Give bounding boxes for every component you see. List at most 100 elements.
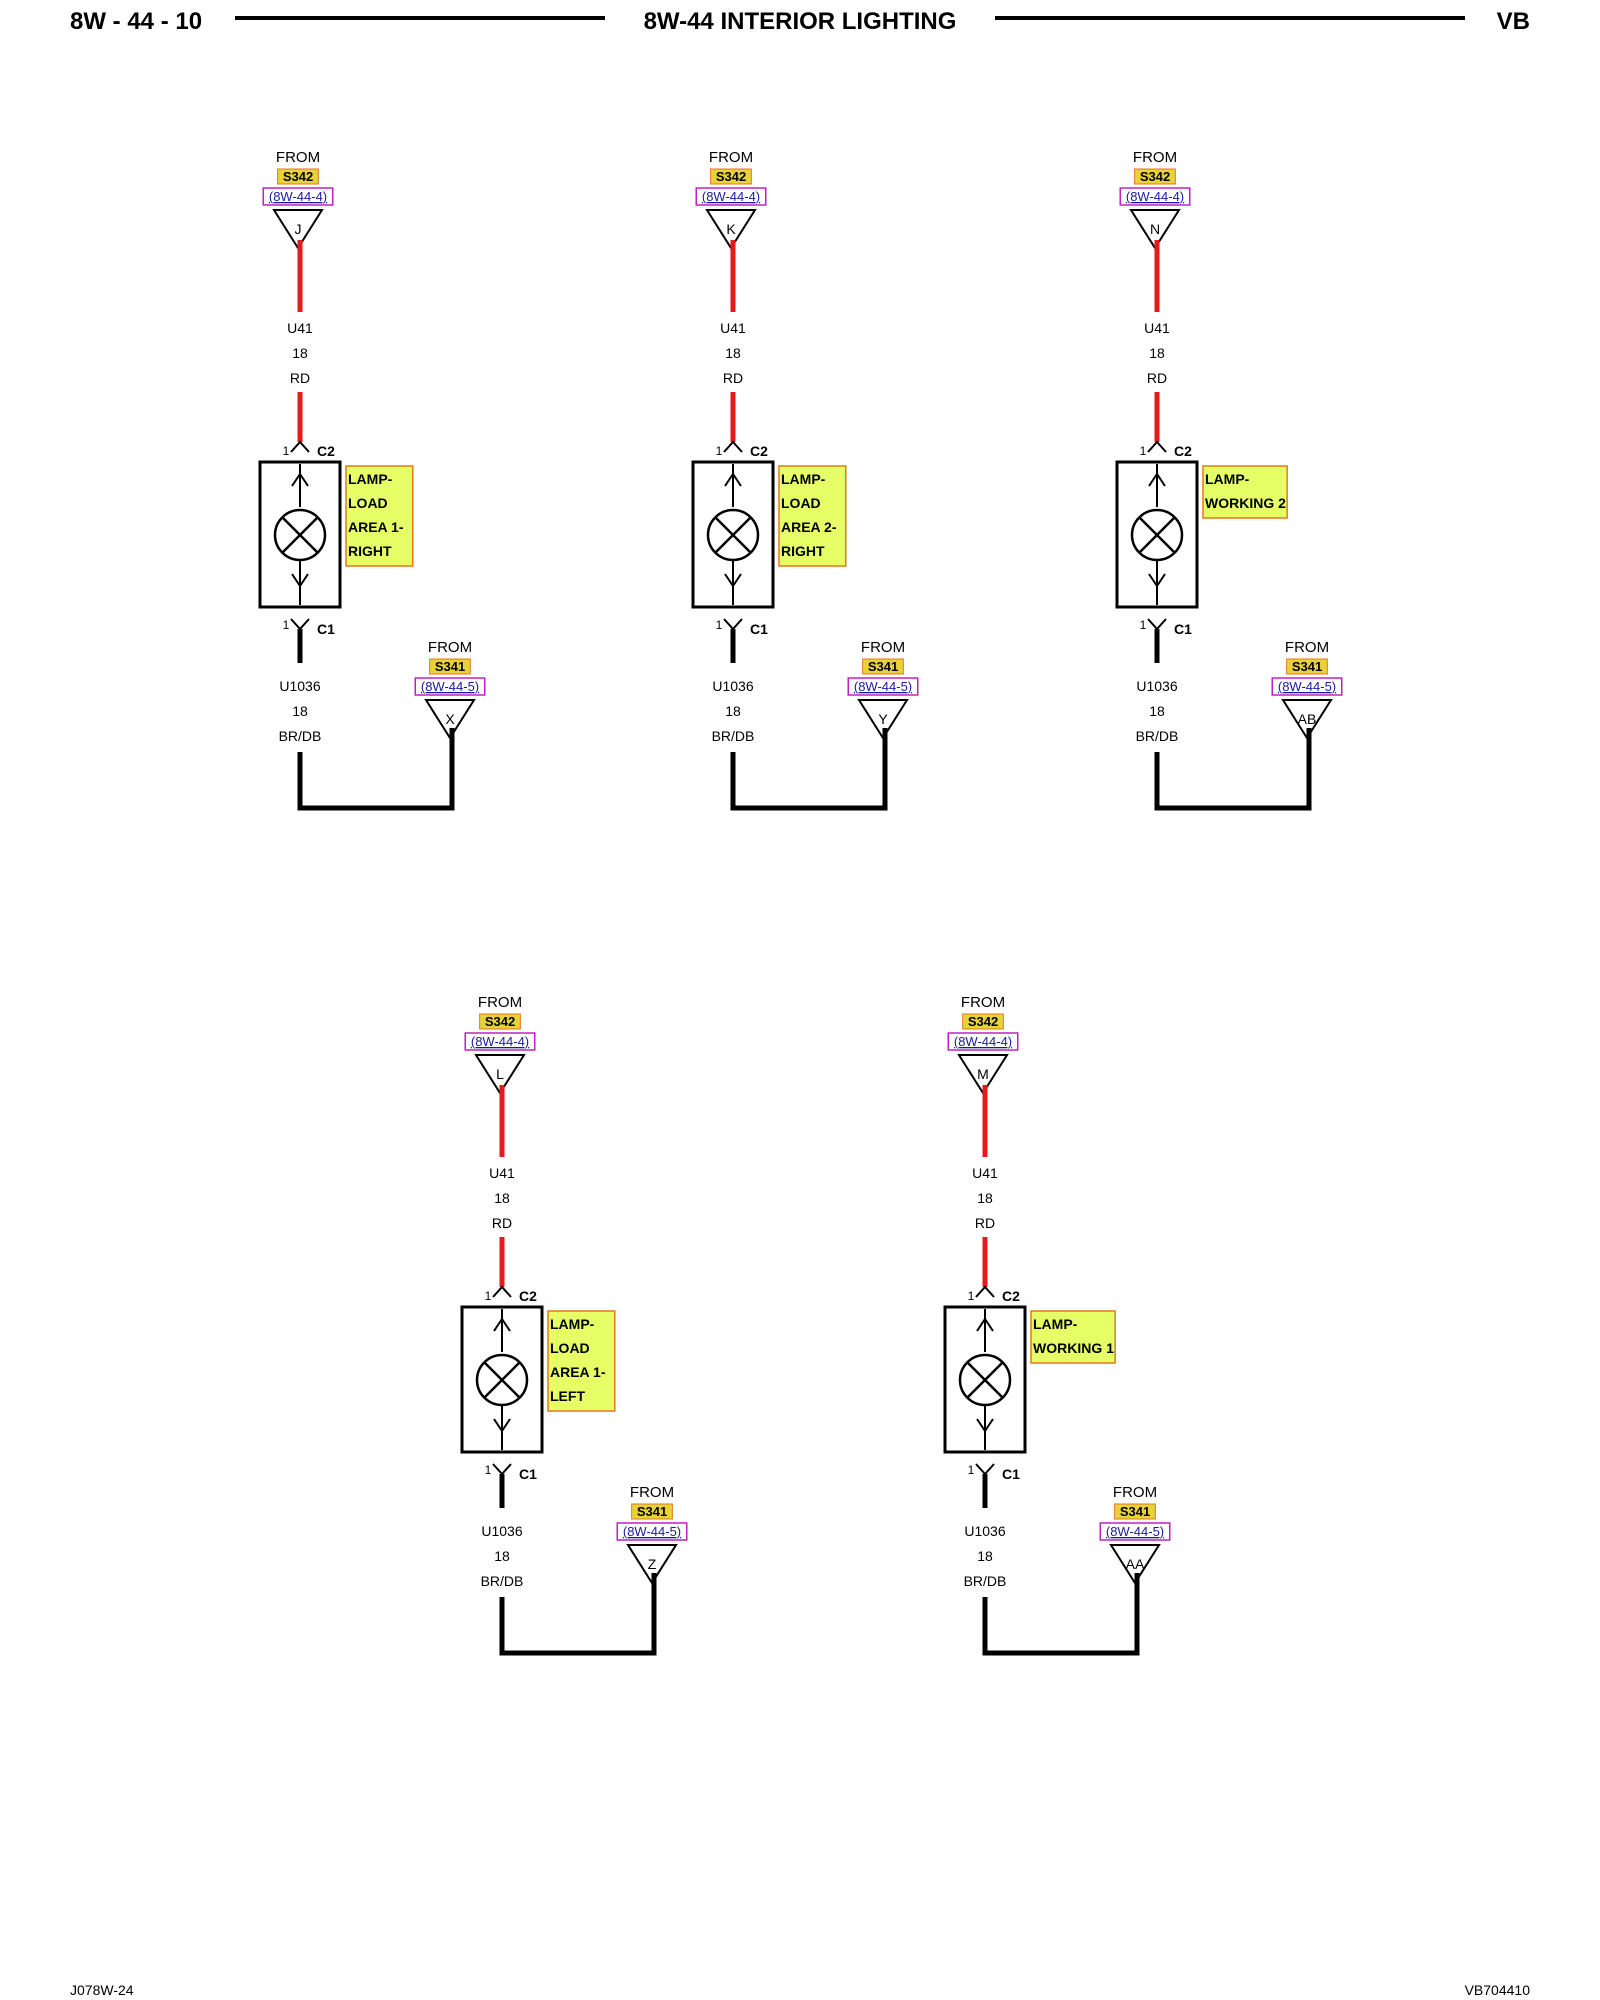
circuit-load-area-1-left-lamp-label-line: LOAD (550, 1340, 590, 1356)
circuit-load-area-1-left-c2-connector-symbol (492, 1285, 512, 1298)
circuit-load-area-1-left-top-pin-label: L (496, 1066, 504, 1082)
circuit-working-1-top-circuit-label: U41 (972, 1165, 998, 1181)
circuit-working-1-lamp-arrow-top (976, 1317, 994, 1332)
circuit-working-1-bottom-color-label: BR/DB (964, 1573, 1007, 1589)
circuit-working-2-c1-connector-symbol (1147, 618, 1167, 631)
circuit-load-area-1-left-top-ref-label: (8W-44-4) (471, 1034, 529, 1049)
circuit-working-2-ground-ref-box (1271, 677, 1343, 696)
circuit-working-2-lamp-label-highlight (1202, 465, 1288, 519)
circuit-load-area-2-right-top-connector-triangle (705, 209, 757, 250)
circuit-load-area-1-left-top-color-label: RD (492, 1215, 512, 1231)
circuit-working-2-lamp-label-line: WORKING 2 (1205, 495, 1286, 511)
circuit-load-area-1-left-ground-splice-highlight (631, 1503, 673, 1520)
circuit-working-2-c2-pin: 1 (1140, 444, 1147, 458)
circuit-working-1-ground-splice-highlight (1114, 1503, 1156, 1520)
circuit-load-area-1-right-lamp-arrow-bottom (291, 573, 309, 588)
circuit-load-area-1-left-lamp-label-highlight (547, 1310, 616, 1412)
circuit-working-1-c2-name: C2 (1002, 1288, 1020, 1304)
circuit-load-area-1-right-top-circuit-label: U41 (287, 320, 313, 336)
circuit-load-area-1-right-c2-pin: 1 (283, 444, 290, 458)
circuit-load-area-2-right-lamp-label-line: LOAD (781, 495, 821, 511)
circuit-load-area-1-right-top-ref-box (262, 187, 334, 206)
circuit-working-1-top-splice-label: S342 (968, 1014, 998, 1029)
circuit-load-area-1-left-top-splice-label: S342 (485, 1014, 515, 1029)
circuit-load-area-1-left-top-connector-triangle (474, 1054, 526, 1095)
circuit-working-1-top-pin-label: M (977, 1066, 989, 1082)
circuit-load-area-2-right-top-gauge-label: 18 (725, 345, 741, 361)
header-rule-left (235, 16, 605, 20)
circuit-load-area-1-left-c1-pin: 1 (485, 1463, 492, 1477)
circuit-working-2-top-splice-label: S342 (1140, 169, 1170, 184)
circuit-load-area-2-right-ground-from-label: FROM (861, 639, 905, 656)
circuit-load-area-1-left-lamp-arrow-top (493, 1317, 511, 1332)
circuit-working-2-top-ref-label: (8W-44-4) (1126, 189, 1184, 204)
circuit-working-1-ground-pin-label: AA (1126, 1556, 1145, 1572)
circuit-working-2-ground-pin-label: AB (1298, 711, 1317, 727)
circuit-working-2-c1-name: C1 (1174, 621, 1192, 637)
circuit-load-area-1-left-c2-pin: 1 (485, 1289, 492, 1303)
circuit-load-area-1-right-ground-from-label: FROM (428, 639, 472, 656)
circuit-working-2-top-splice-highlight (1134, 168, 1176, 185)
circuit-load-area-1-right-lamp-label-line: RIGHT (348, 543, 392, 559)
circuit-load-area-1-right-lamp-cross-b (281, 516, 319, 554)
circuit-working-2-bottom-color-label: BR/DB (1136, 728, 1179, 744)
circuit-load-area-1-left-lamp-cross-b (483, 1361, 521, 1399)
circuit-load-area-1-left-top-ref-box (464, 1032, 536, 1051)
circuit-load-area-1-left-top-splice-highlight (479, 1013, 521, 1030)
circuit-load-area-1-right-top-color-label: RD (290, 370, 310, 386)
circuit-load-area-1-left-c2-name: C2 (519, 1288, 537, 1304)
circuit-working-1-top-splice-highlight (962, 1013, 1004, 1030)
circuit-working-2-c2-connector-symbol (1147, 440, 1167, 453)
circuit-load-area-1-right-ground-ref-label: (8W-44-5) (421, 679, 479, 694)
circuit-load-area-2-right-top-splice-highlight (710, 168, 752, 185)
circuit-load-area-2-right-top-pin-label: K (726, 221, 736, 237)
circuit-load-area-1-right-ground-connector-triangle (424, 699, 476, 740)
footer-page-code: VB704410 (1464, 1982, 1530, 1998)
circuit-load-area-2-right-bottom-circuit-label: U1036 (712, 678, 753, 694)
circuit-load-area-1-right-black-wire-return (297, 728, 455, 811)
circuit-load-area-1-left-top-from-label: FROM (478, 994, 522, 1011)
vehicle-code: VB (1496, 8, 1530, 35)
footer-diagram-id: J078W-24 (70, 1982, 134, 1998)
circuit-load-area-1-right-top-splice-highlight (277, 168, 319, 185)
circuit-load-area-1-right-ground-pin-label: X (445, 711, 455, 727)
circuit-load-area-1-left-ground-pin-label: Z (648, 1556, 657, 1572)
circuit-load-area-1-left-lamp-label-line: LEFT (550, 1388, 585, 1404)
circuit-load-area-2-right-lamp-label-highlight (778, 465, 847, 567)
circuit-load-area-2-right-c2-pin: 1 (716, 444, 723, 458)
circuit-load-area-1-right-c1-name: C1 (317, 621, 335, 637)
circuit-working-1-top-connector-triangle (957, 1054, 1009, 1095)
circuit-load-area-1-right-lamp-label-highlight (345, 465, 414, 567)
circuit-load-area-1-right-c2-name: C2 (317, 443, 335, 459)
circuit-load-area-1-right-ground-ref-box (414, 677, 486, 696)
circuit-load-area-1-left-c1-connector-symbol (492, 1463, 512, 1476)
circuit-load-area-1-left-c1-name: C1 (519, 1466, 537, 1482)
circuit-load-area-1-right-lamp-label-line: LOAD (348, 495, 388, 511)
circuit-working-2-black-wire-return (1154, 728, 1312, 811)
circuit-load-area-2-right-lamp-label-line: LAMP- (781, 471, 826, 487)
circuit-load-area-2-right-c1-name: C1 (750, 621, 768, 637)
circuit-working-2-top-ref-box (1119, 187, 1191, 206)
circuit-load-area-1-left-ground-ref-label: (8W-44-5) (623, 1524, 681, 1539)
circuit-load-area-1-left-bottom-gauge-label: 18 (494, 1548, 510, 1564)
circuit-working-1-lamp-cross-b (966, 1361, 1004, 1399)
circuit-load-area-2-right-top-splice-label: S342 (716, 169, 746, 184)
circuit-load-area-2-right-lamp-arrow-top (724, 472, 742, 487)
circuit-load-area-2-right-black-wire-return (730, 728, 888, 811)
circuit-load-area-2-right-ground-pin-label: Y (878, 711, 888, 727)
circuit-working-2-c1-pin: 1 (1140, 618, 1147, 632)
circuit-load-area-1-right-top-ref-label: (8W-44-4) (269, 189, 327, 204)
circuit-load-area-2-right-lamp-label-line: AREA 2- (781, 519, 837, 535)
circuit-load-area-2-right-top-circuit-label: U41 (720, 320, 746, 336)
circuit-working-2-bottom-circuit-label: U1036 (1136, 678, 1177, 694)
circuit-load-area-1-left-ground-ref-box (616, 1522, 688, 1541)
header-rule-right (995, 16, 1465, 20)
circuit-load-area-1-right-ground-splice-highlight (429, 658, 471, 675)
circuit-working-1-ground-from-label: FROM (1113, 1484, 1157, 1501)
circuit-load-area-1-right-c1-connector-symbol (290, 618, 310, 631)
page-number: 8W - 44 - 10 (70, 8, 203, 35)
circuit-working-2-lamp-arrow-top (1148, 472, 1166, 487)
